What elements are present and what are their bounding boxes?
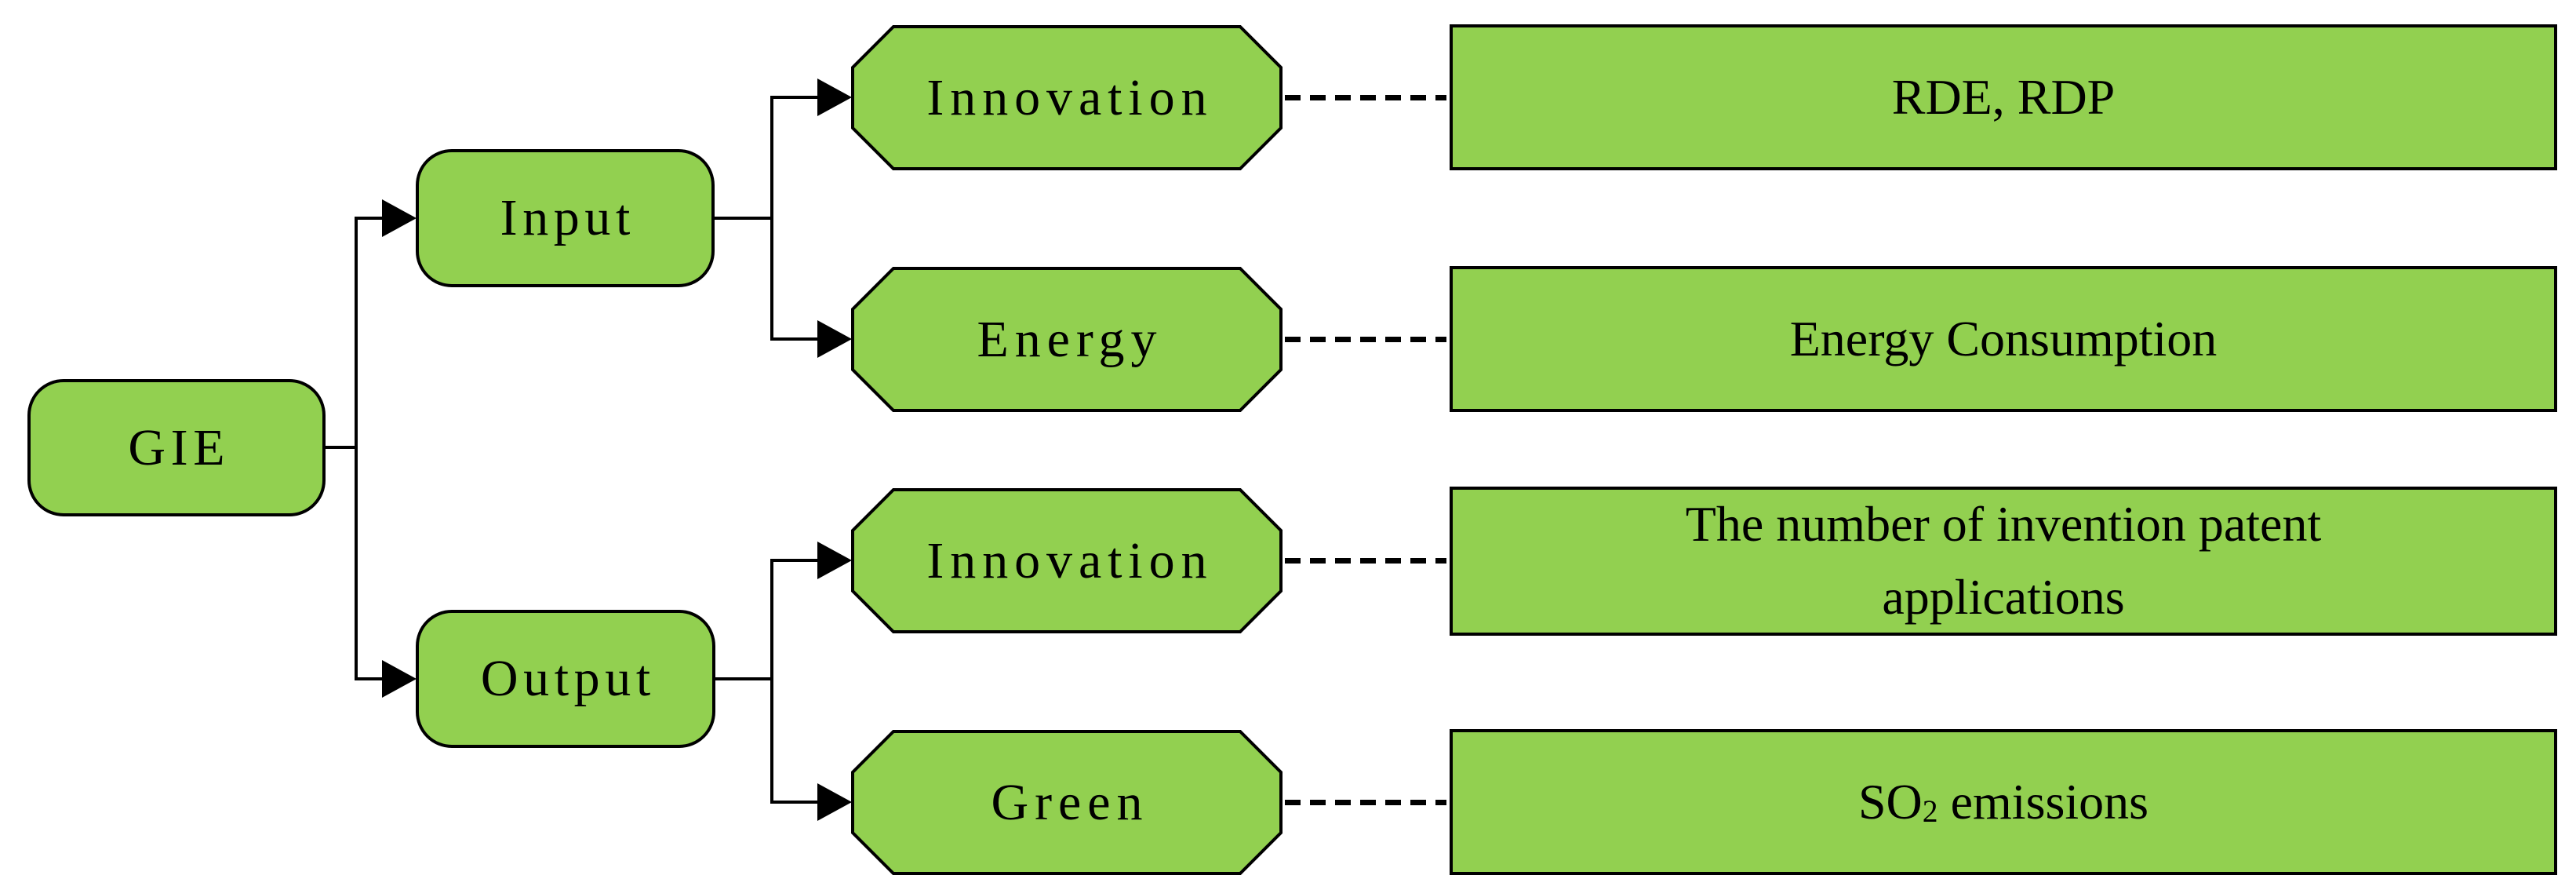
connector-to-input-innovation <box>770 96 819 99</box>
so2-rest: emissions <box>1937 773 2149 830</box>
indicator-energy-consumption-label: Energy Consumption <box>1789 310 2218 367</box>
node-input-innovation-label: Innovation <box>926 68 1213 126</box>
so2-base: SO <box>1857 773 1923 830</box>
arrowhead-into-input-energy-icon <box>817 320 852 358</box>
connector-to-output <box>355 677 384 680</box>
indicator-so2-emissions-label: SO2 emissions <box>1858 766 2148 839</box>
indicator-energy-consumption: Energy Consumption <box>1450 266 2557 412</box>
indicator-patent-applications: The number of invention patent applicati… <box>1450 487 2557 636</box>
node-output: Output <box>416 610 715 748</box>
node-output-green-label: Green <box>991 773 1149 831</box>
dashed-link-green-so2 <box>1285 800 1446 805</box>
connector-to-input-energy <box>770 337 819 341</box>
indicator-rde-rdp-label: RDE, RDP <box>1891 68 2116 125</box>
octagon-shape <box>851 267 1283 412</box>
arrowhead-into-input-innovation-icon <box>817 78 852 116</box>
node-output-green: Green <box>851 730 1283 875</box>
indicator-rde-rdp: RDE, RDP <box>1450 24 2557 170</box>
node-input: Input <box>416 149 715 287</box>
indicator-patent-applications-label: The number of invention patent applicati… <box>1685 496 2322 625</box>
connector-gie-trunk-vertical <box>355 217 358 680</box>
dashed-link-energy-consumption <box>1285 337 1446 342</box>
node-output-label: Output <box>480 650 656 707</box>
node-output-innovation: Innovation <box>851 488 1283 633</box>
indicator-so2-emissions: SO2 emissions <box>1450 729 2557 875</box>
connector-output-trunk-vertical <box>770 559 773 804</box>
connector-to-output-green <box>770 801 819 804</box>
so2-subscript: 2 <box>1922 794 1938 830</box>
node-input-energy-label: Energy <box>977 310 1163 368</box>
connector-to-output-innovation <box>770 559 819 562</box>
arrowhead-into-input-icon <box>382 199 417 237</box>
arrowhead-into-output-green-icon <box>817 783 852 821</box>
node-input-innovation: Innovation <box>851 25 1283 170</box>
octagon-shape <box>851 488 1283 633</box>
node-output-innovation-label: Innovation <box>926 531 1213 589</box>
arrowhead-into-output-icon <box>382 660 417 698</box>
connector-input-stub <box>713 217 773 220</box>
octagon-shape <box>851 25 1283 170</box>
octagon-shape <box>851 730 1283 875</box>
dashed-link-innovation-rde <box>1285 95 1446 100</box>
connector-output-stub <box>714 677 773 680</box>
node-input-energy: Energy <box>851 267 1283 412</box>
arrowhead-into-output-innovation-icon <box>817 542 852 579</box>
node-gie-label: GIE <box>128 418 231 476</box>
dashed-link-innovation-patent <box>1285 558 1446 564</box>
node-input-label: Input <box>500 189 635 246</box>
node-gie: GIE <box>27 379 326 516</box>
connector-gie-stub <box>326 446 358 449</box>
connector-to-input <box>355 217 384 220</box>
connector-input-trunk-vertical <box>770 96 773 341</box>
